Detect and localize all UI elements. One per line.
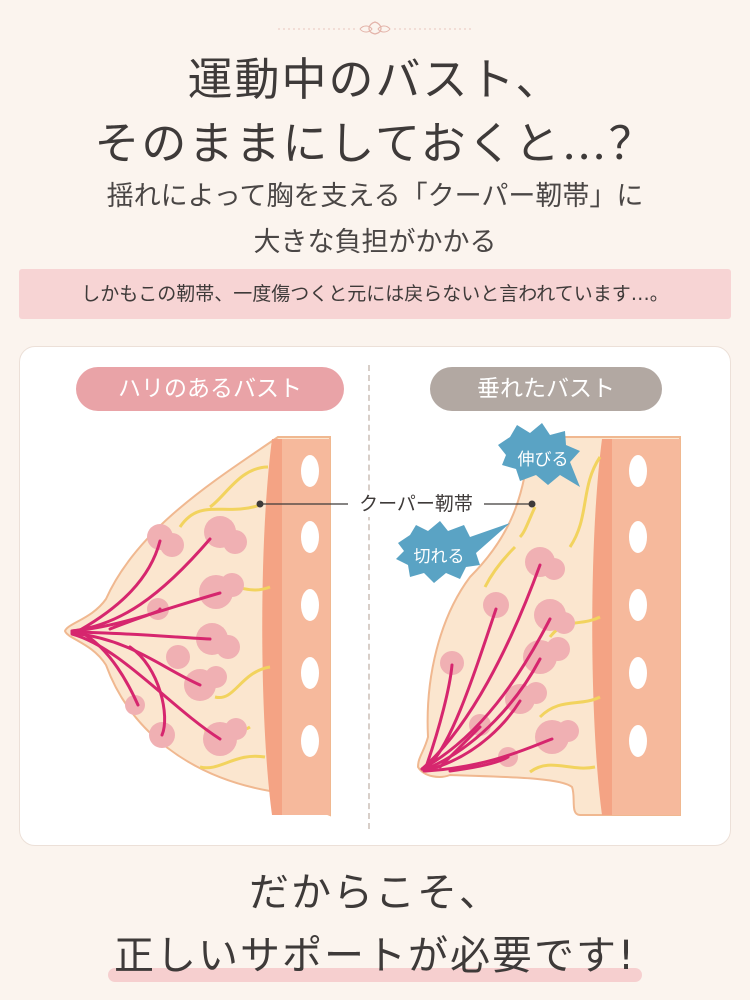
- closing-message: だからこそ、 正しいサポートが必要です!: [0, 862, 750, 986]
- sagging-breast-illustration: [416, 436, 681, 816]
- breast-anatomy-diagram: [63, 423, 681, 817]
- floral-ornament-icon: [278, 21, 472, 35]
- headline-line-1: 運動中のバスト、: [187, 53, 563, 106]
- text-highlight: [107, 968, 643, 982]
- headline: 運動中のバスト、 そのままにしておくと…？: [0, 48, 750, 176]
- label-firm-breast: ハリのあるバスト: [76, 367, 344, 411]
- headline-line-2: そのままにしておくと…？: [94, 117, 656, 170]
- comparison-panel: ハリのあるバスト 垂れたバスト クーパー靭帯 伸びる 切れる: [19, 346, 731, 846]
- firm-breast-illustration: [63, 436, 331, 817]
- cooper-ligament-label: クーパー靭帯: [348, 491, 484, 517]
- spiky-speech-bubble-icon: [396, 521, 510, 583]
- closing-line-2: 正しいサポートが必要です!: [113, 933, 637, 979]
- closing-line-1: だからこそ、: [249, 870, 501, 916]
- torn-label: 切れる: [413, 547, 465, 567]
- subheading: 揺れによって胸を支える「クーパー靭帯」に 大きな負担がかかる: [0, 174, 750, 266]
- label-sagging-breast: 垂れたバスト: [430, 367, 662, 411]
- notice-banner: しかもこの靭帯、一度傷つくと元には戻らないと言われています…。: [19, 269, 731, 319]
- comparison-divider: [368, 365, 370, 829]
- stretch-label: 伸びる: [517, 450, 569, 470]
- subheading-line-1: 揺れによって胸を支える「クーパー靭帯」に: [106, 181, 644, 212]
- closing-highlight-wrap: 正しいサポートが必要です!: [107, 926, 643, 986]
- spiky-speech-bubble-icon: [498, 423, 580, 487]
- subheading-line-2: 大きな負担がかかる: [253, 227, 497, 258]
